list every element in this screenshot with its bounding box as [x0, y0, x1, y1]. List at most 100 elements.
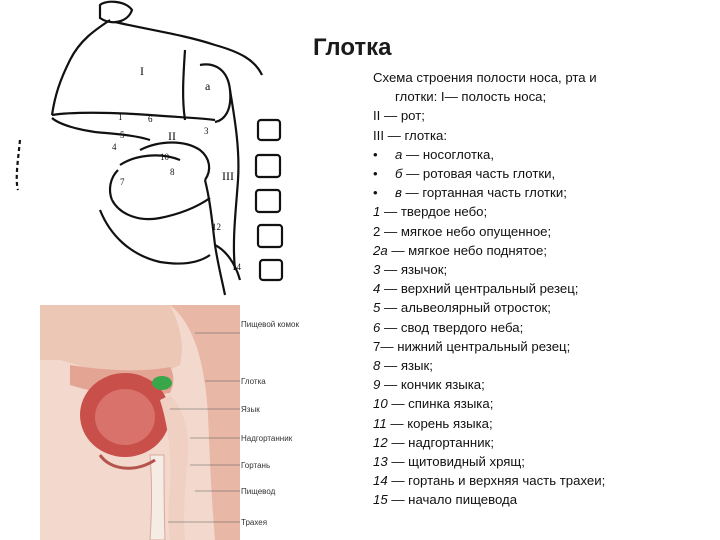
description-line: 8 — язык; [373, 356, 713, 375]
illustration-trachea [149, 454, 166, 540]
description-number: 6 [373, 319, 381, 335]
diagram-label-5: 5 [120, 130, 125, 140]
diagram-label-10: 10 [160, 152, 170, 162]
diagram-label-III: III [222, 169, 234, 183]
diagram-larynx [214, 244, 242, 281]
description-text: — гортань и верхняя часть трахеи; [387, 473, 606, 489]
description-number: 10 [373, 396, 388, 412]
diagram-upper-lip [51, 117, 151, 142]
description-text: III — глотка: [373, 127, 448, 143]
description-line: 1 — твердое небо; [373, 202, 713, 221]
illustration-neck-back [170, 305, 240, 540]
description-text: — спинка языка; [387, 396, 494, 412]
illustration-label-tongue: Язык [241, 405, 260, 414]
description-number: а [395, 146, 403, 162]
diagram-label-7: 7 [120, 177, 125, 187]
illustration-label-esophagus: Пищевод [241, 487, 276, 496]
diagram-pharynx-posterior [228, 89, 240, 271]
illustration-pharynx [160, 395, 189, 540]
description-line: Схема строения полости носа, рта и [373, 68, 713, 87]
description-number: 1 [373, 204, 381, 220]
illustration-label-larynx: Гортань [241, 461, 271, 470]
description-text: — мягкое небо опущенное; [380, 223, 552, 239]
illustration-nasal-area [40, 305, 182, 378]
description-line: 7— нижний центральный резец; [373, 337, 713, 356]
diagram-chin [98, 209, 211, 265]
description-text: — ротовая часть глотки, [402, 166, 556, 182]
diagram-vertebra-1 [256, 118, 282, 142]
illustration-jaw-line [98, 454, 156, 470]
illustration-food-bolus [152, 376, 172, 390]
illustration-label-epiglottis: Надгортанник [241, 434, 293, 443]
description-number: 5 [373, 300, 381, 316]
description-line: 2 — мягкое небо опущенное; [373, 222, 713, 241]
description-line: • б — ротовая часть глотки, [373, 164, 713, 183]
description-text: — кончик языка; [380, 377, 485, 393]
description-number: 8 [373, 358, 381, 374]
description-line: 4 — верхний центральный резец; [373, 279, 713, 298]
description-number: 9 [373, 377, 381, 393]
description-number: 4 [373, 281, 381, 297]
description-number: в [395, 185, 402, 201]
description-text: — носоглотка, [402, 146, 495, 162]
description-text: — корень языка; [386, 415, 493, 431]
description-line: •а — носоглотка, [373, 145, 713, 164]
description-line: II — рот; [373, 106, 713, 125]
illustration-label-trachea: Трахея [241, 518, 268, 527]
description-number: 14 [373, 473, 388, 489]
description-text: глотки: I— полость носа; [395, 89, 547, 105]
diagram-contour-nose [50, 19, 111, 116]
description-number: б [395, 166, 403, 182]
description-line: 3 — язычок; [373, 260, 713, 279]
diagram-tongue-surface [119, 154, 181, 166]
description-line: глотки: I— полость носа; [373, 87, 713, 106]
diagram-face-line [15, 139, 22, 191]
description-number: 12 [373, 434, 388, 450]
illustration-tongue-inner [95, 389, 155, 445]
diagram-contour-top [98, 0, 134, 24]
description-text: — нижний центральный резец; [380, 338, 571, 354]
diagram-label-4: 4 [112, 142, 117, 152]
diagram-tongue-tip [108, 169, 119, 201]
description-line: 15 — начало пищевода [373, 490, 713, 509]
description-number: 2а [373, 242, 388, 258]
description-text: II — рот; [373, 108, 425, 124]
description-text: — язык; [380, 358, 433, 374]
illustration-label-bolus: Пищевой комок [241, 320, 299, 329]
bullet-icon: • [373, 166, 378, 182]
description-number: 2 [373, 223, 381, 239]
description-line: •в — гортанная часть глотки; [373, 183, 713, 202]
diagram-vertebra-2 [254, 153, 282, 179]
description-line: 13 — щитовидный хрящ; [373, 452, 713, 471]
description-line: 9 — кончик языка; [373, 375, 713, 394]
diagram-vertebra-5 [258, 258, 284, 282]
description-text: — язычок; [380, 262, 448, 278]
description-line: 14 — гортань и верхняя часть трахеи; [373, 471, 713, 490]
diagram-nasopharynx [199, 63, 232, 124]
illustration-label-pharynx: Глотка [241, 377, 266, 386]
description-line: 11 — корень языка; [373, 414, 713, 433]
description-text: — твердое небо; [380, 204, 488, 220]
description-block: Схема строения полости носа, рта и глотки… [373, 68, 713, 510]
slide-title: Глотка [313, 34, 392, 61]
diagram-septum [182, 49, 187, 121]
description-number: 15 [373, 492, 388, 508]
description-line: 2а — мягкое небо поднятое; [373, 241, 713, 260]
description-number: 13 [373, 454, 388, 470]
description-number: 7 [373, 338, 381, 354]
description-line: 6 — свод твердого неба; [373, 318, 713, 337]
description-line: 5 — альвеолярный отросток; [373, 298, 713, 317]
pharynx-schematic-diagram: I a II III 1 5 6 3 4 10 8 7 12 14 [15, 0, 284, 296]
description-text: — альвеолярный отросток; [380, 300, 551, 316]
diagram-vertebra-4 [256, 223, 284, 249]
diagram-mouth-floor [111, 197, 211, 221]
bullet-icon: • [373, 185, 378, 201]
description-text: — начало пищевода [387, 492, 518, 508]
diagram-label-12: 12 [212, 222, 221, 232]
description-text: Схема строения полости носа, рта и [373, 70, 597, 85]
description-line: III — глотка: [373, 126, 713, 145]
diagram-label-1: 1 [118, 112, 123, 122]
diagram-label-a: a [205, 79, 211, 93]
diagram-hard-palate [51, 111, 216, 122]
